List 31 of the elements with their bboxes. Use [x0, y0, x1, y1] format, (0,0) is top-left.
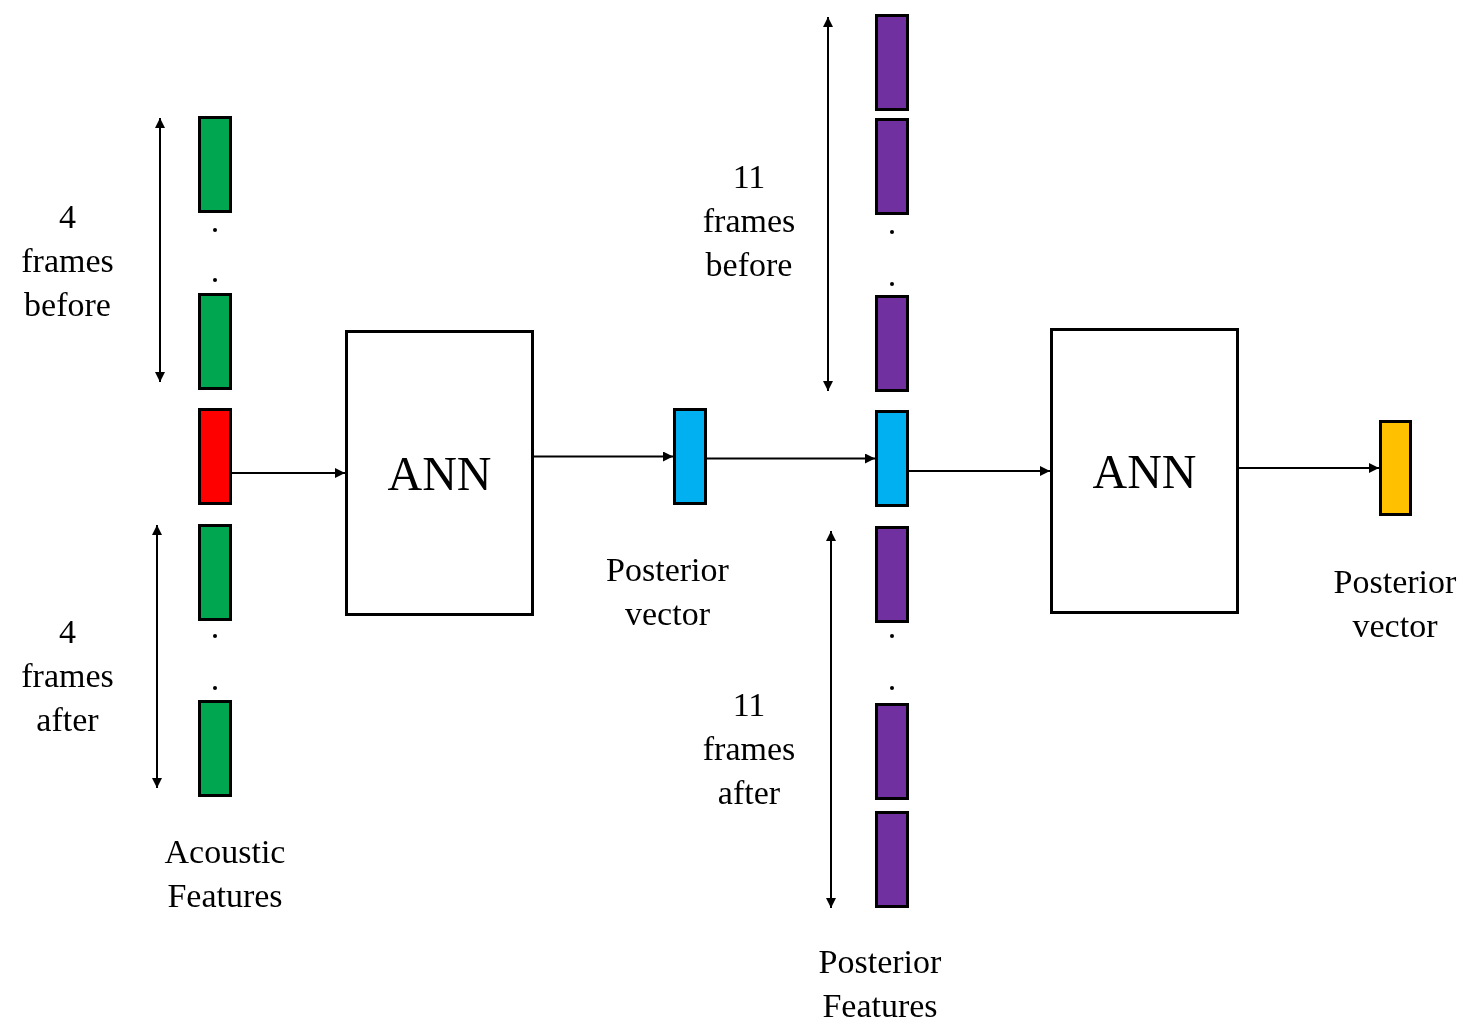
- process-box: [345, 330, 534, 616]
- box-label: ANN: [1092, 443, 1197, 499]
- feature-bar: [198, 116, 232, 213]
- arrow: [533, 451, 674, 462]
- caption-text: 11 frames after: [701, 685, 797, 814]
- feature-bar: [875, 118, 909, 215]
- feature-bar: [875, 410, 909, 507]
- feature-bar: [875, 295, 909, 392]
- arrow: [231, 468, 346, 478]
- feature-bar: [875, 14, 909, 111]
- arrow: [908, 466, 1051, 476]
- caption-text: 4 frames after: [20, 612, 115, 741]
- feature-bar: [1379, 420, 1412, 516]
- caption-text: Acoustic Features: [163, 832, 287, 917]
- caption-text: Posterior vector: [1332, 562, 1458, 647]
- box-label: ANN: [387, 445, 492, 501]
- arrow: [1238, 463, 1380, 473]
- caption-text: Posterior vector: [605, 550, 730, 635]
- feature-bar: [198, 524, 232, 621]
- feature-bar: [198, 293, 232, 390]
- caption-text: Posterior Features: [817, 942, 943, 1023]
- feature-bar: [198, 700, 232, 797]
- feature-bar: [875, 811, 909, 908]
- feature-bar: [673, 408, 707, 505]
- feature-bar: [875, 526, 909, 623]
- caption-text: 11 frames before: [701, 157, 797, 286]
- arrow: [706, 453, 876, 464]
- feature-bar: [875, 703, 909, 800]
- process-box: [1050, 328, 1239, 614]
- caption-text: 4 frames before: [20, 197, 115, 326]
- feature-bar: [198, 408, 232, 505]
